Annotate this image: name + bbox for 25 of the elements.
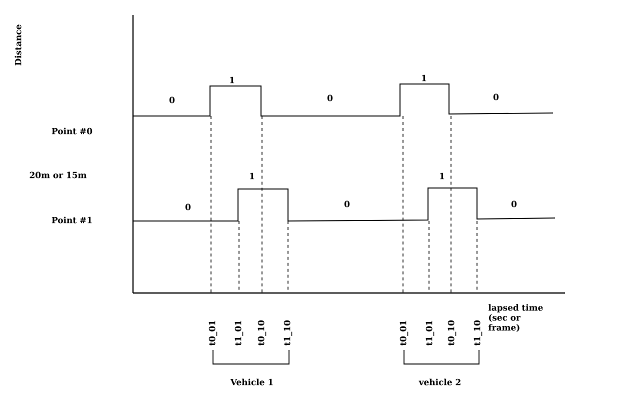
point-label: Point #1 xyxy=(52,216,92,224)
signal-value: 0 xyxy=(169,96,175,104)
time-label: t0_10 xyxy=(258,320,266,346)
time-label: t1_01 xyxy=(426,320,434,346)
signal-value: 0 xyxy=(511,200,517,208)
group-label: Vehicle 1 xyxy=(230,378,273,386)
point-label: Point #0 xyxy=(52,128,92,134)
time-label: t1_10 xyxy=(474,320,482,346)
time-label: t1_01 xyxy=(234,320,244,346)
time-label: t0_01 xyxy=(208,320,218,346)
axis-label: Distance xyxy=(14,24,22,66)
time-label: t0_01 xyxy=(400,320,408,346)
signal-value: 1 xyxy=(230,76,234,84)
signal-value: 1 xyxy=(440,172,444,180)
time-label: t0_10 xyxy=(448,320,456,346)
axis-label: lapsed time (sec or frame) xyxy=(488,304,543,332)
signal-value: 0 xyxy=(327,94,333,102)
signal-value: 0 xyxy=(344,200,350,208)
signal-value: 1 xyxy=(250,172,254,180)
point-label: 20m or 15m xyxy=(30,172,87,178)
time-label: t1_10 xyxy=(284,320,292,346)
group-label: vehicle 2 xyxy=(418,378,460,386)
signal-value: 1 xyxy=(422,74,426,82)
signal-value: 0 xyxy=(493,94,499,100)
signal-value: 0 xyxy=(185,204,191,210)
